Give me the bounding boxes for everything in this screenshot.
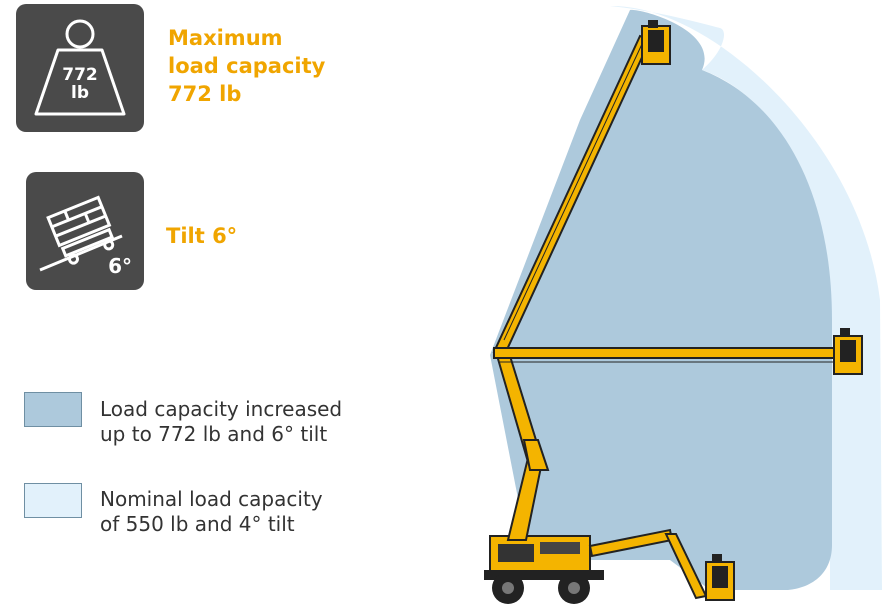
working-envelope-diagram [484, 5, 882, 604]
tilt-caption: Tilt 6° [166, 224, 238, 248]
capacity-line-1: Maximum [168, 26, 283, 50]
capacity-line-3: 772 lb [168, 82, 242, 106]
weight-icon-box: 772 lb [16, 4, 144, 132]
capacity-caption: Maximum load capacity 772 lb [168, 24, 325, 108]
capacity-line-2: load capacity [168, 54, 326, 78]
increased-envelope-area [490, 9, 832, 590]
tilt-angle-label: 6° [108, 254, 132, 278]
legend-increased-line-2: up to 772 lb and 6° tilt [100, 422, 328, 446]
platform-bottom [705, 554, 735, 601]
weight-unit: lb [71, 83, 89, 103]
legend-swatch-increased [24, 392, 82, 427]
legend-label-increased: Load capacity increased up to 772 lb and… [100, 397, 342, 447]
tilt-icon-box: 6° [26, 172, 144, 290]
platform-middle [833, 328, 863, 375]
legend-increased-line-1: Load capacity increased [100, 397, 343, 421]
nominal-envelope-area [610, 5, 882, 591]
weight-icon [34, 19, 126, 116]
lift-chassis [484, 535, 604, 604]
platform-top [641, 20, 671, 65]
legend-label-nominal: Nominal load capacity of 550 lb and 4° t… [100, 487, 323, 537]
legend-nominal-line-2: of 550 lb and 4° tilt [100, 512, 295, 536]
weight-value: 772 [62, 65, 98, 85]
legend-nominal-line-1: Nominal load capacity [100, 487, 323, 511]
tilted-platform-icon [39, 195, 123, 272]
legend-swatch-nominal [24, 483, 82, 518]
